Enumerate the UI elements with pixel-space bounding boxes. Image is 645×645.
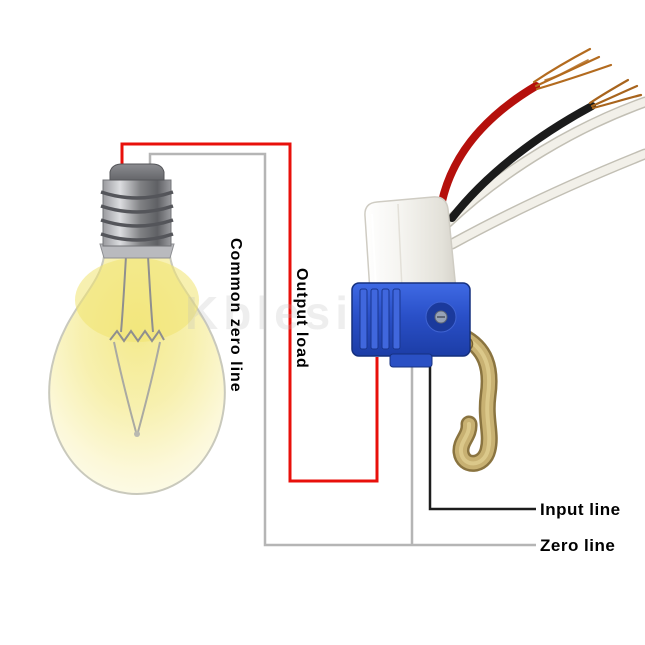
white-neutral-wire-2 xyxy=(446,148,645,250)
zero-wire-line xyxy=(148,152,536,547)
bulb-cap-top xyxy=(109,163,165,181)
input-line-label: Input line xyxy=(540,500,621,519)
sensor-cover-crease xyxy=(397,203,403,290)
connection-lines xyxy=(120,142,536,547)
bulb-glow xyxy=(75,258,199,342)
input-wire-line xyxy=(428,356,536,511)
sensor-cover xyxy=(364,196,457,293)
photocell-switch xyxy=(351,196,471,368)
output-load-label: Output load xyxy=(293,268,310,369)
bulb-filament xyxy=(109,255,165,437)
zero-line-label: Zero line xyxy=(540,536,616,555)
sensor-cover-highlight xyxy=(371,213,377,289)
output-load-wire-line xyxy=(120,142,379,483)
red-supply-wire xyxy=(436,47,613,216)
common-zero-line-label: Common zero line xyxy=(227,238,244,393)
black-supply-wire xyxy=(448,78,643,222)
watermark: Kblesi xyxy=(185,287,354,339)
mounting-bracket xyxy=(452,327,498,472)
light-bulb xyxy=(48,163,226,496)
supply-wires xyxy=(436,47,645,250)
bulb-cap-ribs xyxy=(100,190,174,242)
switch-base-fins xyxy=(359,288,401,350)
switch-base-tab xyxy=(389,353,433,368)
black-wire-copper-strands xyxy=(588,78,643,110)
red-wire-copper-strands xyxy=(532,47,613,91)
